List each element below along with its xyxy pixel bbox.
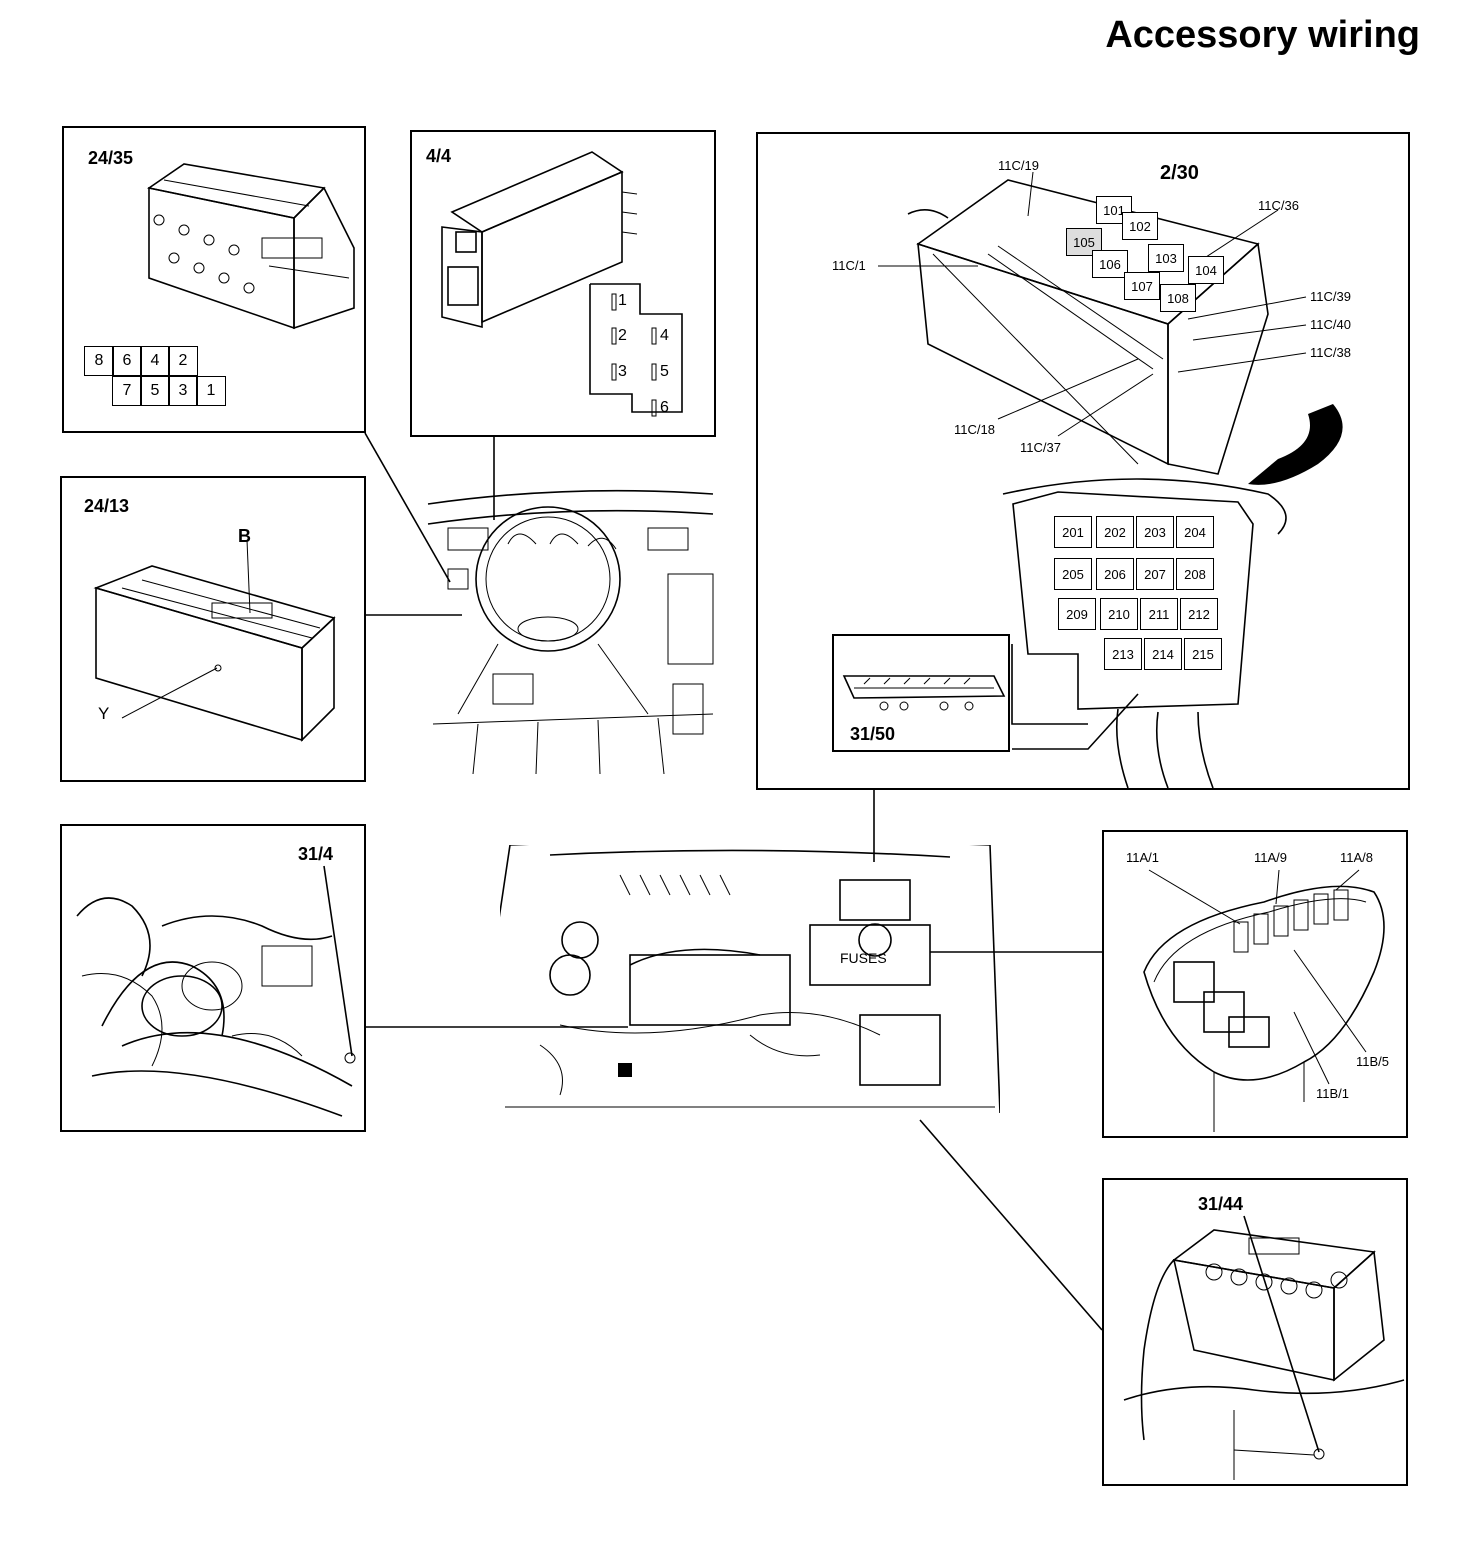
relay-103: 103 [1148, 244, 1184, 272]
switch-pin-3: 3 [618, 363, 627, 380]
relay-box-11a-panel: 11A/1 11A/9 11A/8 11B/5 11B/1 [1102, 830, 1408, 1138]
callout-11a-8: 11A/8 [1340, 850, 1374, 865]
fuse-202: 202 [1096, 516, 1134, 548]
callout-11c-36: 11C/36 [1258, 198, 1299, 213]
dashboard-illustration [427, 489, 714, 774]
fuse-215: 215 [1184, 638, 1222, 670]
fuse-206: 206 [1096, 558, 1134, 590]
switch-4-4-drawing [441, 151, 683, 417]
pin-2: 2 [168, 346, 198, 376]
connector-label: 24/35 [88, 148, 134, 168]
switch-pin-6: 6 [660, 399, 669, 416]
pin-7: 7 [112, 376, 142, 406]
ground-label: 31/4 [298, 844, 334, 864]
pin-6: 6 [112, 346, 142, 376]
marker-y: Y [98, 704, 110, 723]
fuse-213: 213 [1104, 638, 1142, 670]
connector-24-35-panel: 24/35 8 6 4 2 7 5 3 1 [62, 126, 366, 433]
ground-label: 31/44 [1198, 1194, 1244, 1214]
switch-pin-2: 2 [618, 327, 627, 344]
inset-label: 31/50 [850, 724, 896, 744]
relay-box-drawing [1143, 869, 1385, 1132]
callout-11a-1: 11A/1 [1126, 850, 1160, 865]
relay-102: 102 [1122, 212, 1158, 240]
pin-1: 1 [196, 376, 226, 406]
switch-label: 4/4 [426, 146, 452, 166]
fuse-209: 209 [1058, 598, 1096, 630]
callout-11c-40: 11C/40 [1310, 317, 1351, 332]
fuse-214: 214 [1144, 638, 1182, 670]
callout-11c-1: 11C/1 [832, 258, 866, 273]
pin-8: 8 [84, 346, 114, 376]
relay-106: 106 [1092, 250, 1128, 278]
fuse-207: 207 [1136, 558, 1174, 590]
switch-pin-5: 5 [660, 363, 669, 380]
switch-pin-4: 4 [660, 327, 669, 344]
pin-3: 3 [168, 376, 198, 406]
fuse-212: 212 [1180, 598, 1218, 630]
callout-11b-1: 11B/1 [1316, 1086, 1350, 1101]
ground-31-4-panel: 31/4 [60, 824, 366, 1132]
fusebox-cover-text: FUSES [840, 950, 887, 966]
callout-11c-37: 11C/37 [1020, 440, 1061, 455]
fuse-204: 204 [1176, 516, 1214, 548]
fuse-208: 208 [1176, 558, 1214, 590]
connector-24-13-drawing [93, 539, 336, 742]
battery-drawing [1123, 1215, 1405, 1480]
fuse-205: 205 [1054, 558, 1092, 590]
relay-108: 108 [1160, 284, 1196, 312]
callout-11a-9: 11A/9 [1254, 850, 1288, 865]
fuse-203: 203 [1136, 516, 1174, 548]
callout-11c-19: 11C/19 [998, 158, 1039, 173]
callout-11b-5: 11B/5 [1356, 1054, 1390, 1069]
battery-ground-31-44-panel: 31/44 [1102, 1178, 1408, 1486]
pin-5: 5 [140, 376, 170, 406]
page-title: Accessory wiring [1105, 14, 1420, 56]
fuse-211: 211 [1140, 598, 1178, 630]
ground-connector-drawing [842, 675, 1006, 711]
connector-24-13-panel: 24/13 B Y [60, 476, 366, 782]
callout-11c-18: 11C/18 [954, 422, 995, 437]
fusebox-label: 2/30 [1160, 162, 1199, 184]
connector-label: 24/13 [84, 496, 130, 516]
fuse-210: 210 [1100, 598, 1138, 630]
connector-24-35-drawing [146, 163, 355, 330]
switch-4-4-panel: 4/4 1 2 3 4 5 6 [410, 130, 716, 437]
pin-4: 4 [140, 346, 170, 376]
ground-31-50-inset: 31/50 [832, 634, 1010, 752]
fuse-201: 201 [1054, 516, 1092, 548]
callout-11c-39: 11C/39 [1310, 289, 1351, 304]
relay-104: 104 [1188, 256, 1224, 284]
fusebox-2-30-panel: 2/30 11C/19 11C/36 11C/1 11C/39 11 [756, 132, 1410, 790]
marker-b: B [238, 526, 251, 546]
callout-11c-38: 11C/38 [1310, 345, 1351, 360]
engine-compartment-illustration: FUSES [500, 845, 1000, 1114]
switch-pin-1: 1 [618, 292, 627, 309]
relay-107: 107 [1124, 272, 1160, 300]
fusebox-drawing [878, 171, 1343, 788]
engine-bay-wiring-drawing [76, 865, 356, 1117]
